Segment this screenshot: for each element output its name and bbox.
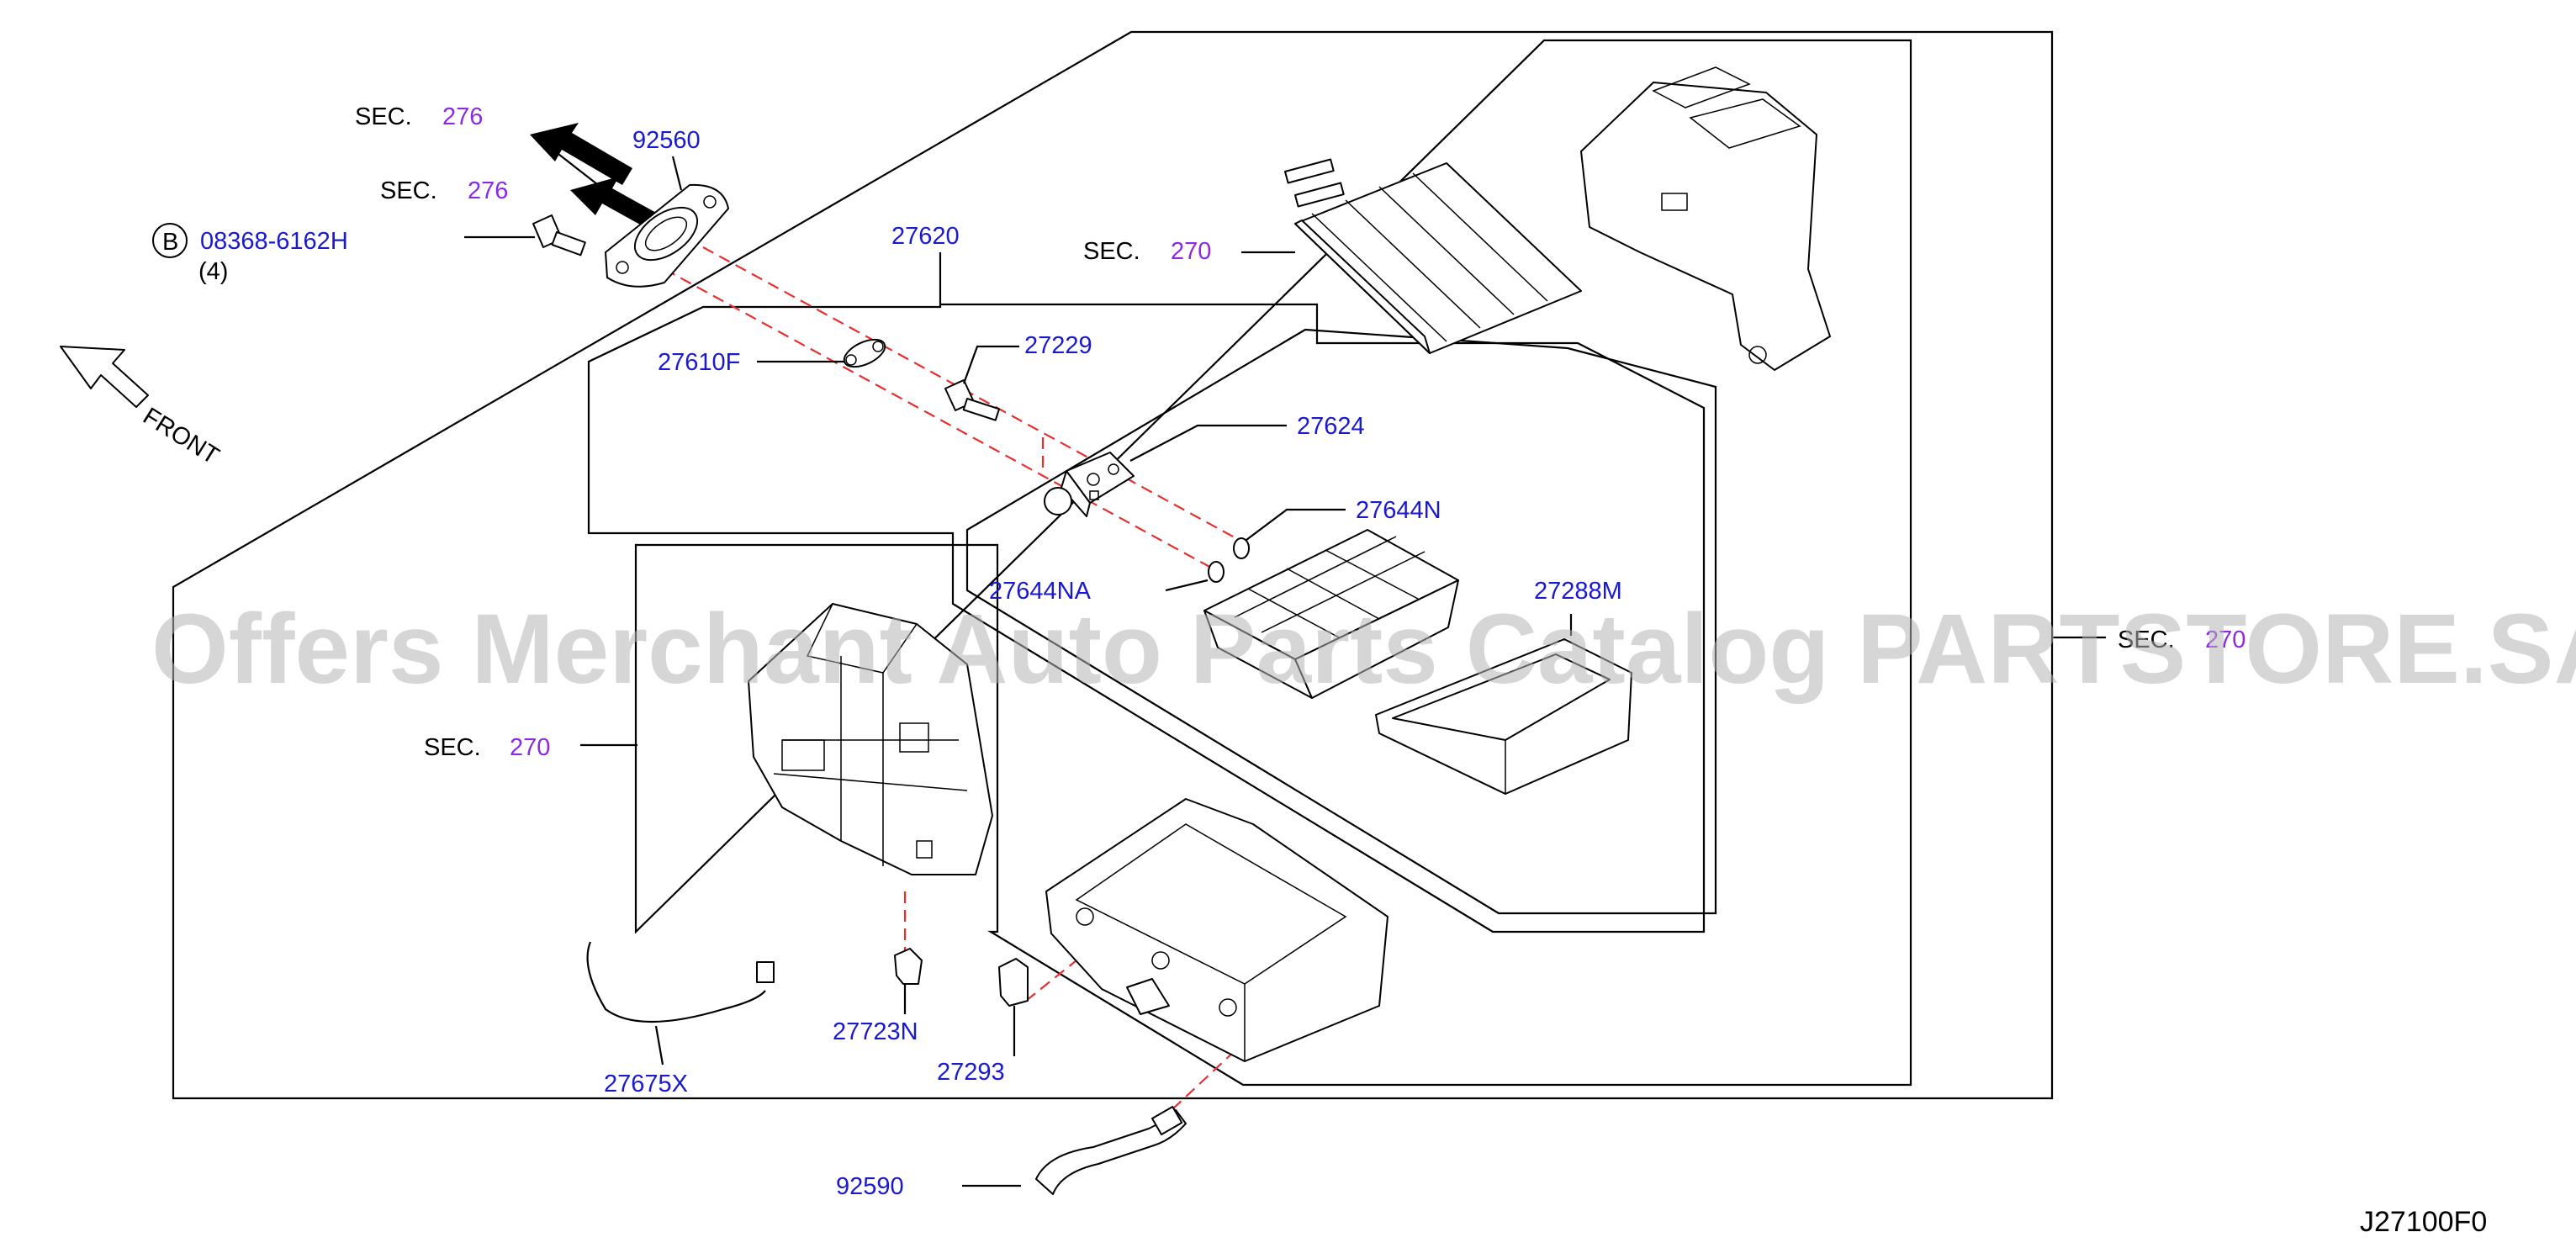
part-92560[interactable]: 92560 <box>632 127 701 154</box>
leader-line <box>654 1025 664 1066</box>
sec-270-number-heater[interactable]: 270 <box>1171 238 1211 265</box>
o-ring-27644NA <box>1208 561 1225 583</box>
front-label: FRONT <box>138 403 224 470</box>
bolt-icon <box>532 214 586 256</box>
sec-276-number-upper[interactable]: 276 <box>442 103 483 130</box>
clip-27723N <box>894 948 923 985</box>
flange-92560 <box>605 183 729 288</box>
part-08368-6162H[interactable]: 08368-6162H <box>200 228 348 255</box>
screw-icon <box>944 379 1001 421</box>
leader-line <box>1129 424 1287 462</box>
sec-276-prefix-upper: SEC. <box>355 103 412 130</box>
heater-core <box>1283 158 1582 354</box>
part-92590[interactable]: 92590 <box>836 1173 904 1200</box>
heater-housing <box>1580 66 1831 371</box>
drain-pan <box>1045 798 1389 1062</box>
outer-frame <box>172 30 2054 1100</box>
watermark: Offers Merchant Auto Parts Catalog PARTS… <box>151 594 2576 705</box>
sensor-27624 <box>1044 452 1135 517</box>
o-ring-27644N <box>1233 537 1250 559</box>
part-27644N[interactable]: 27644N <box>1356 497 1441 524</box>
leader-line <box>671 156 683 191</box>
sec-270-prefix-unit: SEC. <box>424 734 481 761</box>
part-27293[interactable]: 27293 <box>937 1059 1005 1086</box>
part-27624[interactable]: 27624 <box>1297 413 1365 440</box>
evaporator-core <box>1203 529 1459 699</box>
part-27610F[interactable]: 27610F <box>658 349 740 376</box>
sensor-harness <box>586 941 775 1023</box>
sec-276-number-lower[interactable]: 276 <box>468 177 508 204</box>
assembly-outline-inner <box>965 328 1717 915</box>
leader-line <box>962 345 1019 384</box>
front-arrow-icon <box>60 346 149 408</box>
assembly-outline <box>587 303 1706 933</box>
part-27288M[interactable]: 27288M <box>1534 578 1622 605</box>
bracket-27293 <box>998 958 1029 1007</box>
leader-line <box>1246 508 1346 541</box>
bolt-quantity: (4) <box>198 258 228 285</box>
part-27675X[interactable]: 27675X <box>604 1071 688 1097</box>
sec-270-number-right[interactable]: 270 <box>2205 627 2245 653</box>
part-27644NA[interactable]: 27644NA <box>989 578 1092 605</box>
drain-hose <box>1035 1106 1187 1195</box>
diagram-code: J27100F0 <box>2360 1206 2487 1238</box>
sec-270-prefix-right: SEC. <box>2118 627 2175 653</box>
sec-270-number-unit[interactable]: 270 <box>510 734 550 761</box>
sec-270-prefix-heater: SEC. <box>1083 238 1140 265</box>
guide-line <box>664 268 1214 569</box>
bolt-badge: B <box>162 229 178 256</box>
gasket-27610F <box>843 338 886 368</box>
part-27229[interactable]: 27229 <box>1024 332 1092 359</box>
sec-276-prefix-lower: SEC. <box>380 177 437 204</box>
leader-line <box>554 151 640 218</box>
inset-box <box>634 39 1912 1087</box>
part-27620[interactable]: 27620 <box>891 223 960 250</box>
seal-27288M <box>1375 638 1632 795</box>
guide-line <box>702 246 1252 547</box>
leader-line <box>1165 579 1209 592</box>
part-27723N[interactable]: 27723N <box>833 1018 918 1045</box>
bolt-badge-circle <box>152 223 188 258</box>
ac-unit-housing <box>748 603 993 875</box>
direction-arrow-icon <box>530 123 658 229</box>
